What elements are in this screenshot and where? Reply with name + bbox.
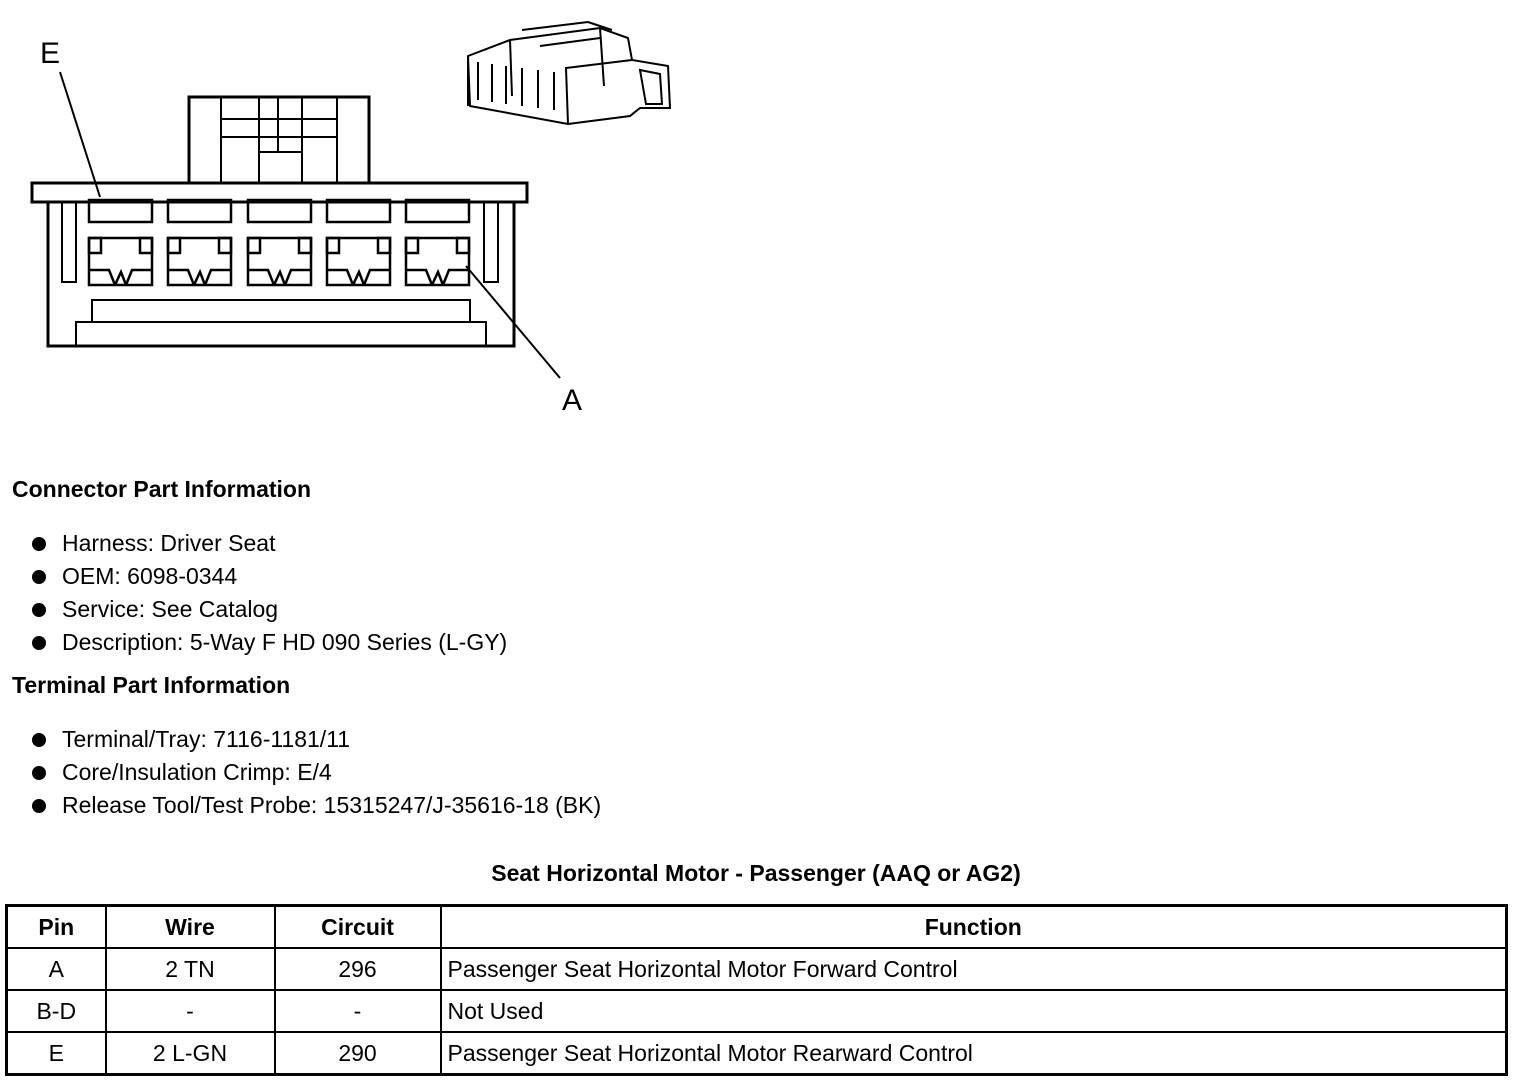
list-item: Description: 5-Way F HD 090 Series (L-GY…	[12, 626, 507, 659]
cell-wire: -	[104, 989, 276, 1033]
cell-pin: E	[5, 1031, 107, 1076]
terminal-cavity	[325, 198, 392, 287]
list-item: Terminal/Tray: 7116-1181/11	[12, 723, 601, 756]
cell-circuit: 290	[273, 1031, 442, 1076]
cell-circuit: -	[273, 989, 442, 1033]
header-function: Function	[439, 904, 1508, 949]
table-row: A 2 TN 296 Passenger Seat Horizontal Mot…	[5, 947, 1508, 991]
list-item: OEM: 6098-0344	[12, 560, 507, 593]
connector-diagram: E A	[30, 20, 672, 417]
terminal-cavity	[87, 198, 154, 287]
connector-info-list: Harness: Driver Seat OEM: 6098-0344 Serv…	[12, 527, 507, 659]
terminal-cavity	[166, 198, 233, 287]
terminal-info-heading: Terminal Part Information	[12, 672, 291, 698]
header-circuit: Circuit	[273, 904, 442, 949]
header-pin: Pin	[5, 904, 107, 949]
table-title: Seat Horizontal Motor - Passenger (AAQ o…	[491, 860, 1021, 886]
list-item: Release Tool/Test Probe: 15315247/J-3561…	[12, 789, 601, 822]
cell-pin: B-D	[5, 989, 107, 1033]
cell-function: Passenger Seat Horizontal Motor Forward …	[439, 947, 1508, 991]
terminal-cavity	[404, 198, 471, 287]
list-item: Core/Insulation Crimp: E/4	[12, 756, 601, 789]
connector-info-heading: Connector Part Information	[12, 476, 312, 502]
table-header-row: Pin Wire Circuit Function	[5, 904, 1508, 949]
terminal-cavity	[246, 198, 313, 287]
pin-e-label: E	[40, 37, 60, 70]
cell-pin: A	[5, 947, 107, 991]
header-wire: Wire	[104, 904, 276, 949]
list-item: Service: See Catalog	[12, 593, 507, 626]
pin-a-label: A	[562, 384, 582, 417]
table-row: B-D - - Not Used	[5, 989, 1508, 1033]
pin-table: Pin Wire Circuit Function A 2 TN 296 Pas…	[5, 904, 1508, 1076]
cell-function: Not Used	[439, 989, 1508, 1033]
table-row: E 2 L-GN 290 Passenger Seat Horizontal M…	[5, 1031, 1508, 1076]
cell-circuit: 296	[273, 947, 442, 991]
cell-function: Passenger Seat Horizontal Motor Rearward…	[439, 1031, 1508, 1076]
list-item: Harness: Driver Seat	[12, 527, 507, 560]
terminal-info-list: Terminal/Tray: 7116-1181/11 Core/Insulat…	[12, 723, 601, 822]
cell-wire: 2 L-GN	[104, 1031, 276, 1076]
cell-wire: 2 TN	[104, 947, 276, 991]
